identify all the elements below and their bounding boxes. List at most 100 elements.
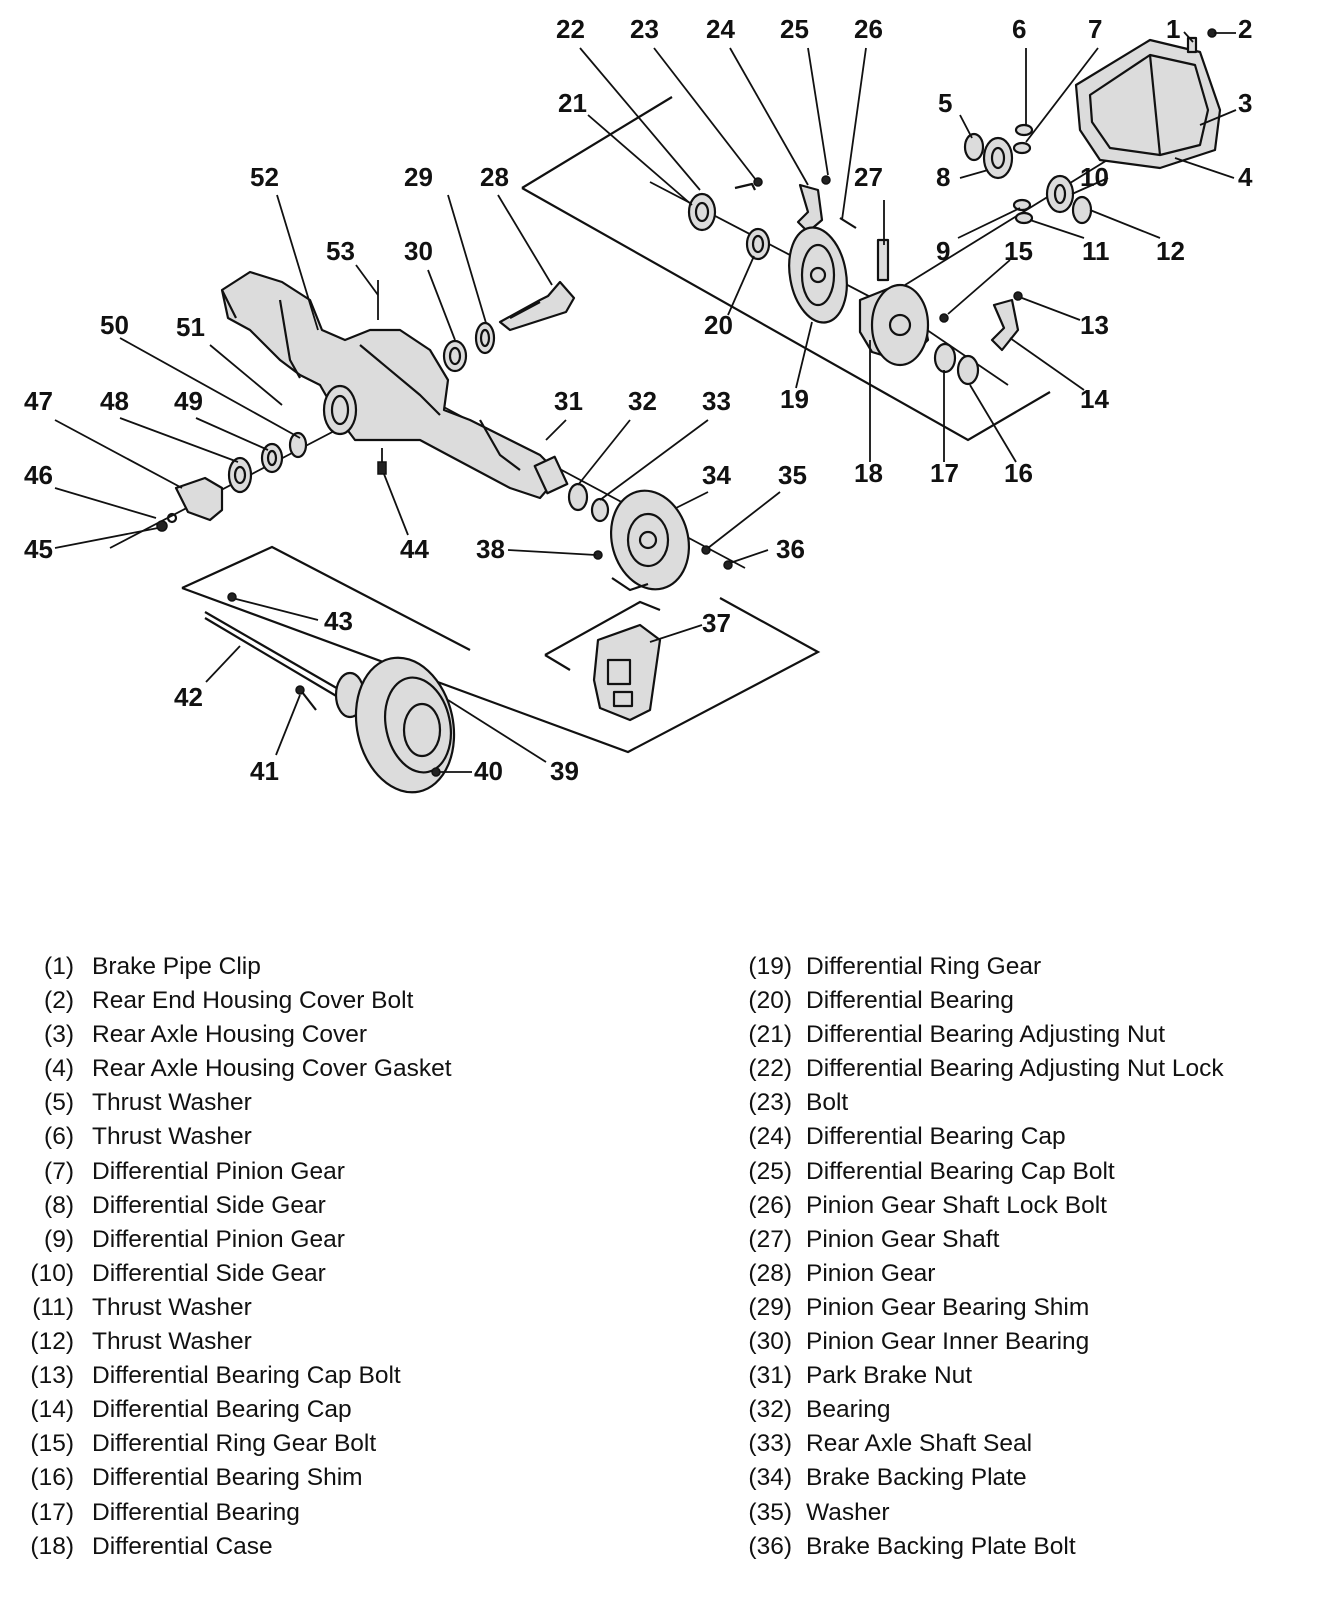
- callout-40: 40: [474, 756, 503, 786]
- thrust-washer-5: [963, 132, 985, 162]
- callout-labels: 1 2 3 4 5 6 7 8 9 10 11 12 13 14 15 16 1…: [24, 14, 1253, 786]
- callout-22: 22: [556, 14, 585, 44]
- legend-item-number: (23): [748, 1089, 792, 1117]
- legend-item-label: Differential Pinion Gear: [92, 1225, 345, 1253]
- legend-item-label: Thrust Washer: [92, 1328, 252, 1356]
- legend-item: (23) Bolt: [722, 1086, 1224, 1120]
- brake-backing-plate: [609, 489, 691, 592]
- callout-37: 37: [702, 608, 731, 638]
- legend-item: (10)Differential Side Gear: [0, 1257, 452, 1291]
- legend-item-number: (20): [748, 987, 792, 1015]
- callout-3: 3: [1238, 88, 1252, 118]
- callout-25: 25: [780, 14, 809, 44]
- legend-item-label: Rear Axle Housing Cover Gasket: [92, 1055, 452, 1083]
- axle-bearing: [567, 482, 589, 512]
- bearing-cap-right: [990, 291, 1023, 352]
- legend-item: (31)Park Brake Nut: [722, 1359, 1224, 1393]
- pinion-flange: [156, 476, 224, 532]
- callout-18: 18: [854, 458, 883, 488]
- legend-item-number: (27): [748, 1225, 792, 1253]
- legend-item-number: (3): [44, 1021, 74, 1049]
- legend-item: (6)Thrust Washer: [0, 1120, 452, 1154]
- legend-item: (21)Differential Bearing Adjusting Nut: [722, 1018, 1224, 1052]
- callout-21: 21: [558, 88, 587, 118]
- callout-49: 49: [174, 386, 203, 416]
- callout-30: 30: [404, 236, 433, 266]
- brake-group-frame: [181, 545, 821, 754]
- leader-lines: [54, 31, 1237, 773]
- brake-pipe-clip: [1186, 36, 1198, 54]
- callout-34: 34: [702, 460, 731, 490]
- legend-item: (35)Washer: [722, 1496, 1224, 1530]
- thrust-washer-11: [1014, 211, 1034, 225]
- legend-item-number: (17): [30, 1498, 74, 1526]
- legend-item-number: (12): [30, 1328, 74, 1356]
- legend-item-number: (2): [44, 987, 74, 1015]
- callout-44: 44: [400, 534, 429, 564]
- differential-bearing-right: [933, 342, 957, 374]
- callout-35: 35: [778, 460, 807, 490]
- adjusting-nut-lock: [734, 177, 763, 191]
- housing-vent: [377, 280, 387, 475]
- callout-17: 17: [930, 458, 959, 488]
- legend-item-number: (1): [44, 953, 74, 980]
- legend-item-number: (25): [748, 1157, 792, 1185]
- legend-item-label: Pinion Gear Inner Bearing: [806, 1328, 1090, 1356]
- thrust-washer-6: [1014, 123, 1034, 137]
- legend-item: (8)Differential Side Gear: [0, 1189, 452, 1223]
- collapsible-spacer: [288, 431, 308, 459]
- callout-6: 6: [1012, 14, 1026, 44]
- legend-item-number: (34): [748, 1464, 792, 1492]
- callout-24: 24: [706, 14, 735, 44]
- ring-gear: [788, 226, 848, 324]
- callout-9: 9: [936, 236, 950, 266]
- legend-item: (13)Differential Bearing Cap Bolt: [0, 1359, 452, 1393]
- legend-item-number: (15): [30, 1430, 74, 1458]
- callout-10: 10: [1080, 162, 1109, 192]
- callout-19: 19: [780, 384, 809, 414]
- callout-33: 33: [702, 386, 731, 416]
- legend-item-label: Rear End Housing Cover Bolt: [92, 987, 414, 1015]
- legend-item-number: (18): [30, 1532, 74, 1560]
- differential-bearing-shim: [956, 354, 980, 386]
- legend-item: (1)Brake Pipe Clip: [0, 950, 452, 984]
- legend-item: (20)Differential Bearing: [722, 984, 1224, 1018]
- differential-group-frame: [521, 96, 1051, 442]
- legend-item-number: (24): [748, 1123, 792, 1151]
- legend-item-label: Differential Ring Gear: [806, 953, 1042, 980]
- legend-item: (15)Differential Ring Gear Bolt: [0, 1427, 452, 1461]
- callout-48: 48: [100, 386, 129, 416]
- legend-item-label: Bolt: [806, 1089, 849, 1117]
- legend-item-number: (14): [30, 1396, 74, 1424]
- legend-item: (11)Thrust Washer: [0, 1291, 452, 1325]
- legend-item: (32)Bearing: [722, 1393, 1224, 1427]
- legend-item-label: Washer: [806, 1498, 890, 1526]
- legend-item-label: Rear Axle Housing Cover: [92, 1021, 368, 1049]
- callout-43: 43: [324, 606, 353, 636]
- legend-item-label: Thrust Washer: [92, 1293, 252, 1321]
- parts-legend-left: (1)Brake Pipe Clip (2) Rear End Housing Co…: [0, 950, 452, 1564]
- legend-item: (25) Differential Bearing Cap Bolt: [722, 1155, 1224, 1189]
- callout-50: 50: [100, 310, 129, 340]
- legend-item: (9)Differential Pinion Gear: [0, 1223, 452, 1257]
- axle-housing: [220, 270, 569, 500]
- callout-52: 52: [250, 162, 279, 192]
- legend-item-label: Differential Side Gear: [92, 1191, 326, 1219]
- callout-41: 41: [250, 756, 279, 786]
- legend-item: (28)Pinion Gear: [722, 1257, 1224, 1291]
- callout-20: 20: [704, 310, 733, 340]
- exploded-axle-diagram: 1 2 3 4 5 6 7 8 9 10 11 12 13 14 15 16 1…: [24, 14, 1253, 794]
- callout-36: 36: [776, 534, 805, 564]
- legend-item-number: (7): [44, 1157, 74, 1185]
- pinion-gear-7: [1012, 141, 1032, 155]
- callout-47: 47: [24, 386, 53, 416]
- pinion-inner-bearing: [442, 339, 468, 373]
- callout-5: 5: [938, 88, 952, 118]
- callout-53: 53: [326, 236, 355, 266]
- legend-item-number: (22): [748, 1055, 792, 1083]
- pinion-bearing-shim: [474, 321, 496, 355]
- legend-item-label: Differential Bearing Cap Bolt: [806, 1157, 1115, 1185]
- legend-item-label: Bearing: [806, 1396, 891, 1424]
- legend-item: (30)Pinion Gear Inner Bearing: [722, 1325, 1224, 1359]
- legend-item: (36)Brake Backing Plate Bolt: [722, 1530, 1224, 1564]
